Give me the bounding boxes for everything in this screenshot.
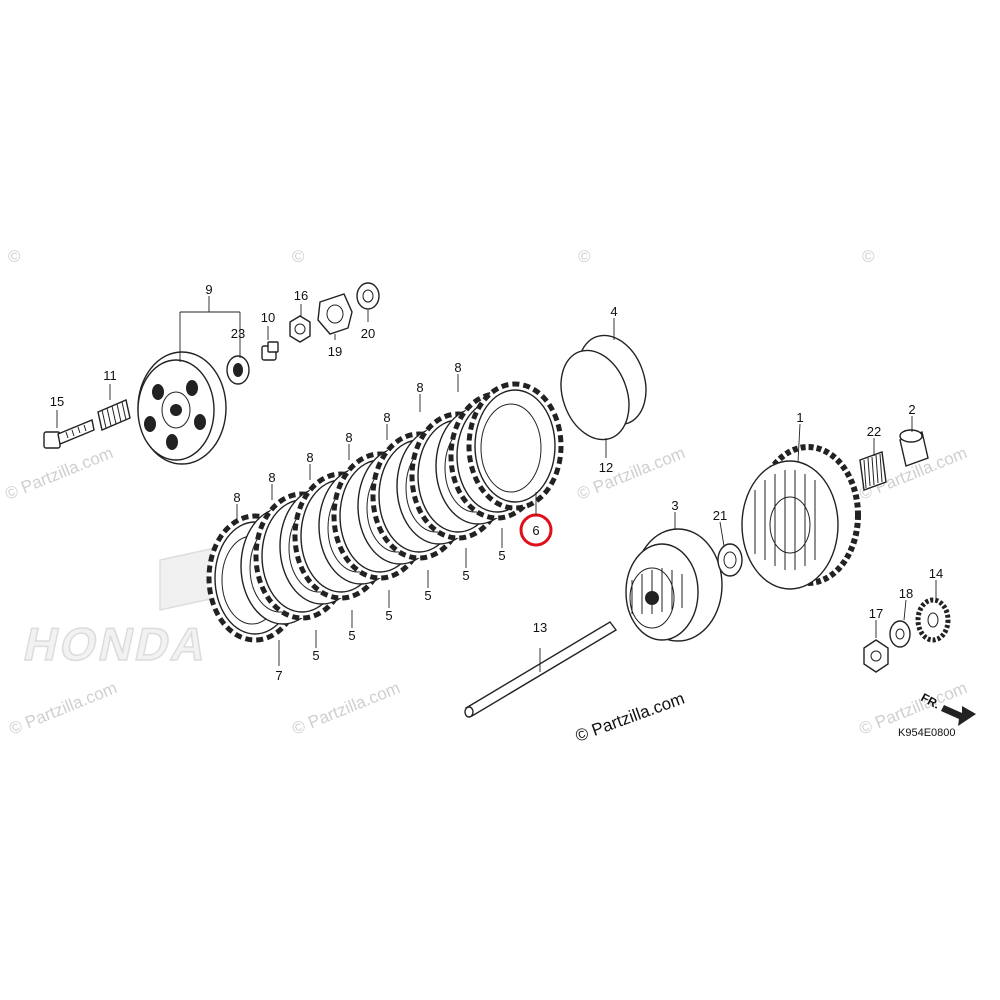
primary-drive-gear-part-14[interactable]: [915, 597, 951, 643]
callout-5: 5: [385, 608, 392, 623]
watermark-text: © Partzilla.com: [2, 443, 115, 504]
highlighted-callout[interactable]: 6: [519, 492, 553, 547]
thrust-washer-part-21[interactable]: [717, 543, 743, 577]
callout-8: 8: [268, 470, 275, 485]
callout-15: 15: [50, 394, 64, 409]
callout-20: 20: [361, 326, 375, 341]
callout-2: 2: [908, 402, 915, 417]
callout-1: 1: [796, 410, 803, 425]
washer-part-20[interactable]: [356, 282, 380, 310]
watermark-text: © Partzilla.com: [289, 678, 402, 739]
callout-8: 8: [345, 430, 352, 445]
callout-5: 5: [348, 628, 355, 643]
leader-lines: [56, 296, 937, 672]
clutch-center-part-3[interactable]: [625, 528, 723, 642]
callout-7: 7: [275, 668, 282, 683]
watermark-text: © Partzilla.com: [574, 443, 687, 504]
callout-8: 8: [233, 490, 240, 505]
collar-part-2[interactable]: [899, 429, 929, 467]
pressure-plate-part-9[interactable]: [137, 351, 227, 465]
diagram-code: K954E0800: [898, 727, 956, 739]
callout-11: 11: [103, 368, 117, 383]
callout-21: 21: [713, 508, 727, 523]
callout-3: 3: [671, 498, 678, 513]
callout-19: 19: [328, 344, 342, 359]
callout-5: 5: [424, 588, 431, 603]
callout-12: 12: [599, 460, 613, 475]
callout-5: 5: [462, 568, 469, 583]
spring-part-11[interactable]: [97, 399, 131, 431]
callout-labels: 1 2 3 4 7 5 5 5 5 5 5 8 8 8 8 8 8 8 9 10…: [50, 282, 943, 683]
watermark-text: © Partzilla.com: [6, 678, 119, 739]
watermark-stub: ©: [862, 247, 875, 266]
lock-washer-part-18[interactable]: [889, 620, 911, 648]
callout-8: 8: [454, 360, 461, 375]
clutch-outer-basket-part-1[interactable]: [741, 444, 861, 590]
callout-8: 8: [416, 380, 423, 395]
needle-bearing-part-22[interactable]: [859, 451, 887, 491]
callout-10: 10: [261, 310, 275, 325]
copyright-notice: © Partzilla.com: [573, 689, 687, 746]
judder-spring-ring-part-12[interactable]: [549, 341, 641, 449]
callout-8: 8: [306, 450, 313, 465]
watermark-stub: ©: [578, 247, 591, 266]
pushrod-part-13[interactable]: [464, 621, 618, 718]
callout-17: 17: [869, 606, 883, 621]
clutch-plate-stack: [206, 381, 564, 643]
lifter-plate-part-19[interactable]: [317, 293, 353, 335]
callout-14: 14: [929, 566, 943, 581]
lock-nut-part-17[interactable]: [863, 639, 889, 673]
callout-23: 23: [231, 326, 245, 341]
arrow-right-icon: [941, 705, 976, 726]
callout-5: 5: [312, 648, 319, 663]
brand-logo: HONDA: [20, 618, 215, 669]
watermark-stub: ©: [8, 247, 21, 266]
bearing-part-23[interactable]: [226, 355, 250, 385]
bolt-part-15[interactable]: [43, 419, 95, 449]
callout-22: 22: [867, 424, 881, 439]
nut-part-16[interactable]: [289, 315, 311, 343]
callout-5: 5: [498, 548, 505, 563]
callout-8: 8: [383, 410, 390, 425]
friction-disc-part-6[interactable]: [466, 381, 564, 511]
callout-13: 13: [533, 620, 547, 635]
callout-4: 4: [610, 304, 617, 319]
callout-9: 9: [205, 282, 212, 297]
lifter-bolt-part-10[interactable]: [261, 341, 279, 361]
callout-16: 16: [294, 288, 308, 303]
watermark-stub: ©: [292, 247, 305, 266]
callout-18: 18: [899, 586, 913, 601]
callout-6: 6: [532, 523, 539, 538]
